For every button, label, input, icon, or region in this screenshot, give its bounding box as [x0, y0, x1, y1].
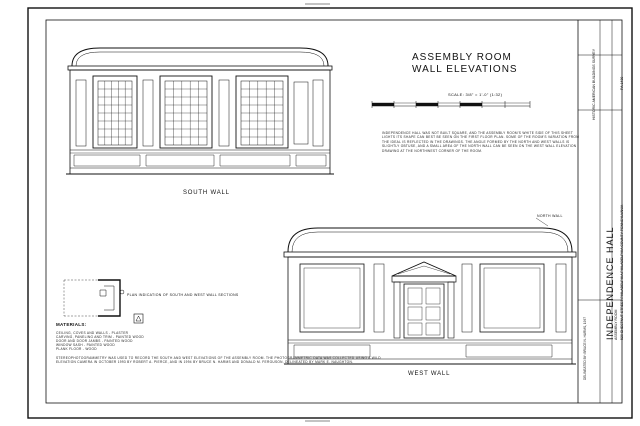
title-block-survey: HISTORIC AMERICAN BUILDINGS SURVEY: [592, 48, 596, 120]
general-notes: INDEPENDENCE HALL WAS NOT BUILT SQUARE, …: [382, 131, 580, 153]
west-pilaster: [461, 263, 473, 333]
title-block-delineator: DELINEATED BY: BRUCE N. HARMS, 1997: [583, 317, 587, 380]
materials-heading: MATERIALS:: [56, 322, 87, 327]
scale-bar: [371, 101, 531, 108]
south-pilaster: [218, 79, 230, 147]
scale-label: SCALE: 3/8" = 1'-0" (1:32): [448, 92, 503, 97]
south-window: [92, 75, 138, 149]
title-block-address: 520 CHESTNUT STREET PHILADELPHIA PHILADE…: [620, 204, 624, 340]
south-dado-panels: [73, 154, 327, 167]
drawing-credits: STEREOPHOTOGRAMMETRY WAS USED TO RECORD …: [56, 356, 381, 365]
materials-list: CEILING, COVES AND WALLS - PLASTER CARVI…: [56, 331, 145, 351]
title-block-sheet-number: PA-1430: [620, 76, 624, 90]
south-wall-label: SOUTH WALL: [183, 190, 230, 196]
sheet-title-line2: WALL ELEVATIONS: [412, 64, 518, 75]
west-panel: [479, 263, 545, 333]
south-window: [235, 75, 289, 149]
west-dado-panels: [293, 344, 553, 358]
west-doorway: [391, 261, 457, 339]
south-pilaster: [142, 79, 154, 147]
west-pilaster: [373, 263, 385, 333]
west-pilaster: [555, 263, 567, 333]
west-wall-label: WEST WALL: [408, 371, 451, 377]
title-block-subtitle: ASSEMBLY ROOM: [614, 309, 618, 340]
south-pilaster: [312, 79, 324, 147]
sheet-title-line1: ASSEMBLY ROOM: [412, 52, 512, 63]
plan-indication: [63, 279, 125, 317]
south-panel: [293, 81, 309, 145]
west-wall-elevation: [283, 217, 577, 365]
sheet-border: [27, 3, 633, 422]
south-window: [159, 75, 213, 149]
north-arrow-icon: [133, 313, 144, 324]
west-panel: [299, 263, 365, 333]
north-wall-label: NORTH WALL: [537, 214, 563, 218]
south-wall-elevation: [66, 47, 334, 175]
north-wall-leader: [535, 217, 549, 227]
south-pilaster: [75, 79, 87, 147]
plan-caption: PLAN INDICATION OF SOUTH AND WEST WALL S…: [127, 293, 239, 297]
